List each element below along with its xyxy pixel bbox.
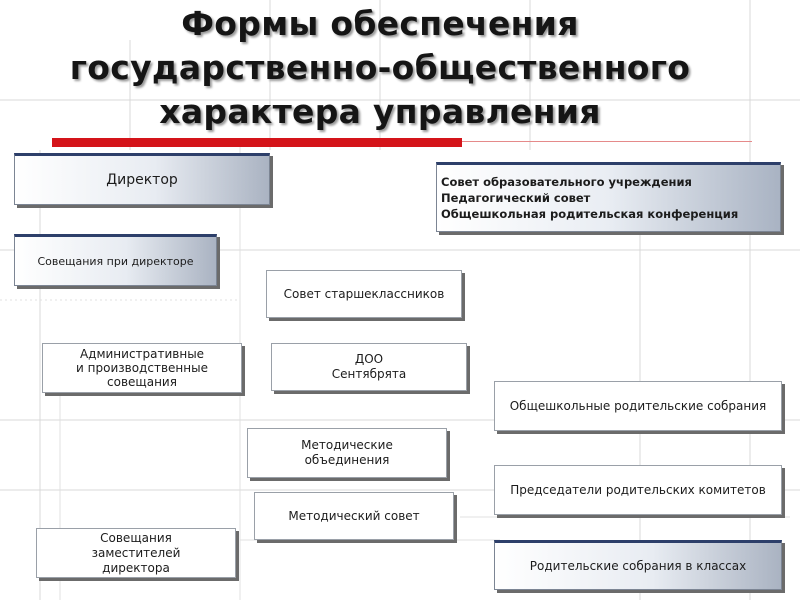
director-meetings-box: Совещания при директоре bbox=[14, 234, 217, 286]
director-box: Директор bbox=[14, 153, 270, 205]
council-box: Совет образовательного учреждения Педаго… bbox=[436, 162, 781, 232]
school-parent-meetings-box: Общешкольные родительские собрания bbox=[494, 381, 782, 431]
method-council-box: Методический совет bbox=[254, 492, 454, 540]
senior-council-label: Совет старшеклассников bbox=[283, 286, 445, 301]
class-parent-meetings-box: Родительские собрания в классах bbox=[494, 540, 782, 590]
method-associations-box: Методические объединения bbox=[247, 428, 447, 478]
method-associations-label: Методические объединения bbox=[301, 438, 393, 467]
title-accent-bar bbox=[52, 138, 462, 147]
council-label: Совет образовательного учреждения Педаго… bbox=[441, 175, 739, 221]
school-parent-meetings-label: Общешкольные родительские собрания bbox=[509, 398, 767, 413]
title-line-3: характера управления bbox=[159, 92, 601, 131]
senior-council-box: Совет старшеклассников bbox=[266, 270, 462, 318]
deputy-meetings-box: Совещания заместителей директора bbox=[36, 528, 236, 578]
director-meetings-label: Совещания при директоре bbox=[37, 254, 194, 268]
doo-label: ДОО Сентябрята bbox=[331, 352, 407, 381]
title-line-2: государственно-общественного bbox=[69, 48, 691, 87]
doo-box: ДОО Сентябрята bbox=[271, 343, 467, 391]
page-title: Формы обеспечения государственно-обществ… bbox=[0, 2, 760, 134]
deputy-meetings-label: Совещания заместителей директора bbox=[91, 530, 181, 575]
method-council-label: Методический совет bbox=[288, 508, 420, 523]
title-line-1: Формы обеспечения bbox=[181, 4, 579, 43]
parent-committee-chairs-label: Председатели родительских комитетов bbox=[510, 482, 766, 497]
parent-committee-chairs-box: Председатели родительских комитетов bbox=[494, 465, 782, 515]
director-label: Директор bbox=[106, 171, 178, 188]
title-rule bbox=[462, 141, 752, 142]
class-parent-meetings-label: Родительские собрания в классах bbox=[529, 558, 747, 573]
admin-meetings-label: Административные и производственные сове… bbox=[76, 347, 208, 389]
admin-meetings-box: Административные и производственные сове… bbox=[42, 343, 242, 393]
